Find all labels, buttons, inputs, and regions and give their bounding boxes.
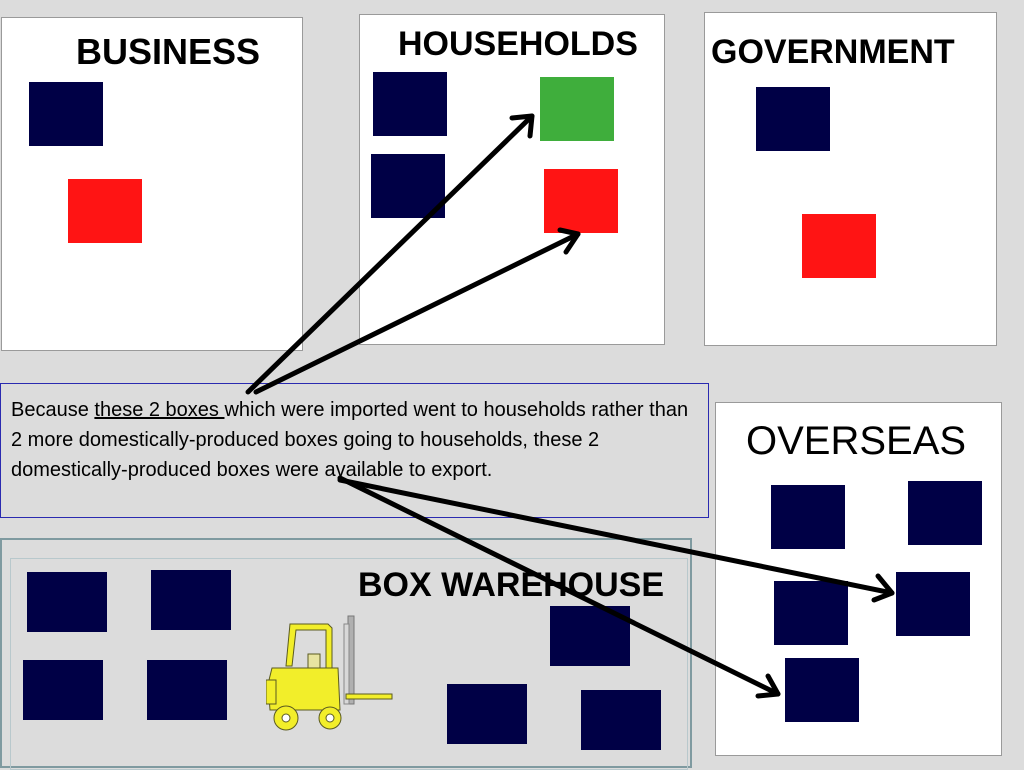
overseas-box	[771, 485, 845, 549]
explanation-note: Because these 2 boxes which were importe…	[0, 383, 709, 518]
warehouse-box	[447, 684, 527, 744]
note-underlined: these 2 boxes	[94, 399, 225, 421]
government-panel: GOVERNMENT	[704, 12, 997, 346]
box-warehouse: BOX WAREHOUSE	[0, 538, 692, 770]
households-domestic-box	[371, 154, 445, 218]
warehouse-box	[581, 690, 661, 750]
warehouse-title: BOX WAREHOUSE	[358, 566, 665, 604]
business-domestic-box	[29, 82, 103, 146]
overseas-exported-box	[785, 658, 859, 722]
note-prefix: Because	[11, 399, 95, 421]
households-title: HOUSEHOLDS	[398, 25, 638, 63]
government-domestic-box	[756, 87, 830, 151]
warehouse-box	[23, 660, 103, 720]
overseas-box	[774, 581, 848, 645]
warehouse-box	[147, 660, 227, 720]
households-imported-box	[544, 169, 618, 233]
overseas-title: OVERSEAS	[746, 419, 967, 463]
warehouse-box	[151, 570, 231, 630]
business-imported-box	[68, 179, 142, 243]
overseas-exported-box	[896, 572, 970, 636]
warehouse-box	[550, 606, 630, 666]
business-title: BUSINESS	[76, 31, 261, 72]
business-panel: BUSINESS	[1, 17, 303, 351]
overseas-panel: OVERSEAS	[715, 402, 1002, 756]
households-domestic-box	[373, 72, 447, 136]
government-imported-box	[802, 214, 876, 278]
warehouse-box	[27, 572, 107, 632]
overseas-box	[908, 481, 982, 545]
government-title: GOVERNMENT	[711, 33, 955, 71]
households-panel: HOUSEHOLDS	[359, 14, 665, 345]
forklift-icon	[266, 615, 393, 731]
households-green-box	[540, 77, 614, 141]
